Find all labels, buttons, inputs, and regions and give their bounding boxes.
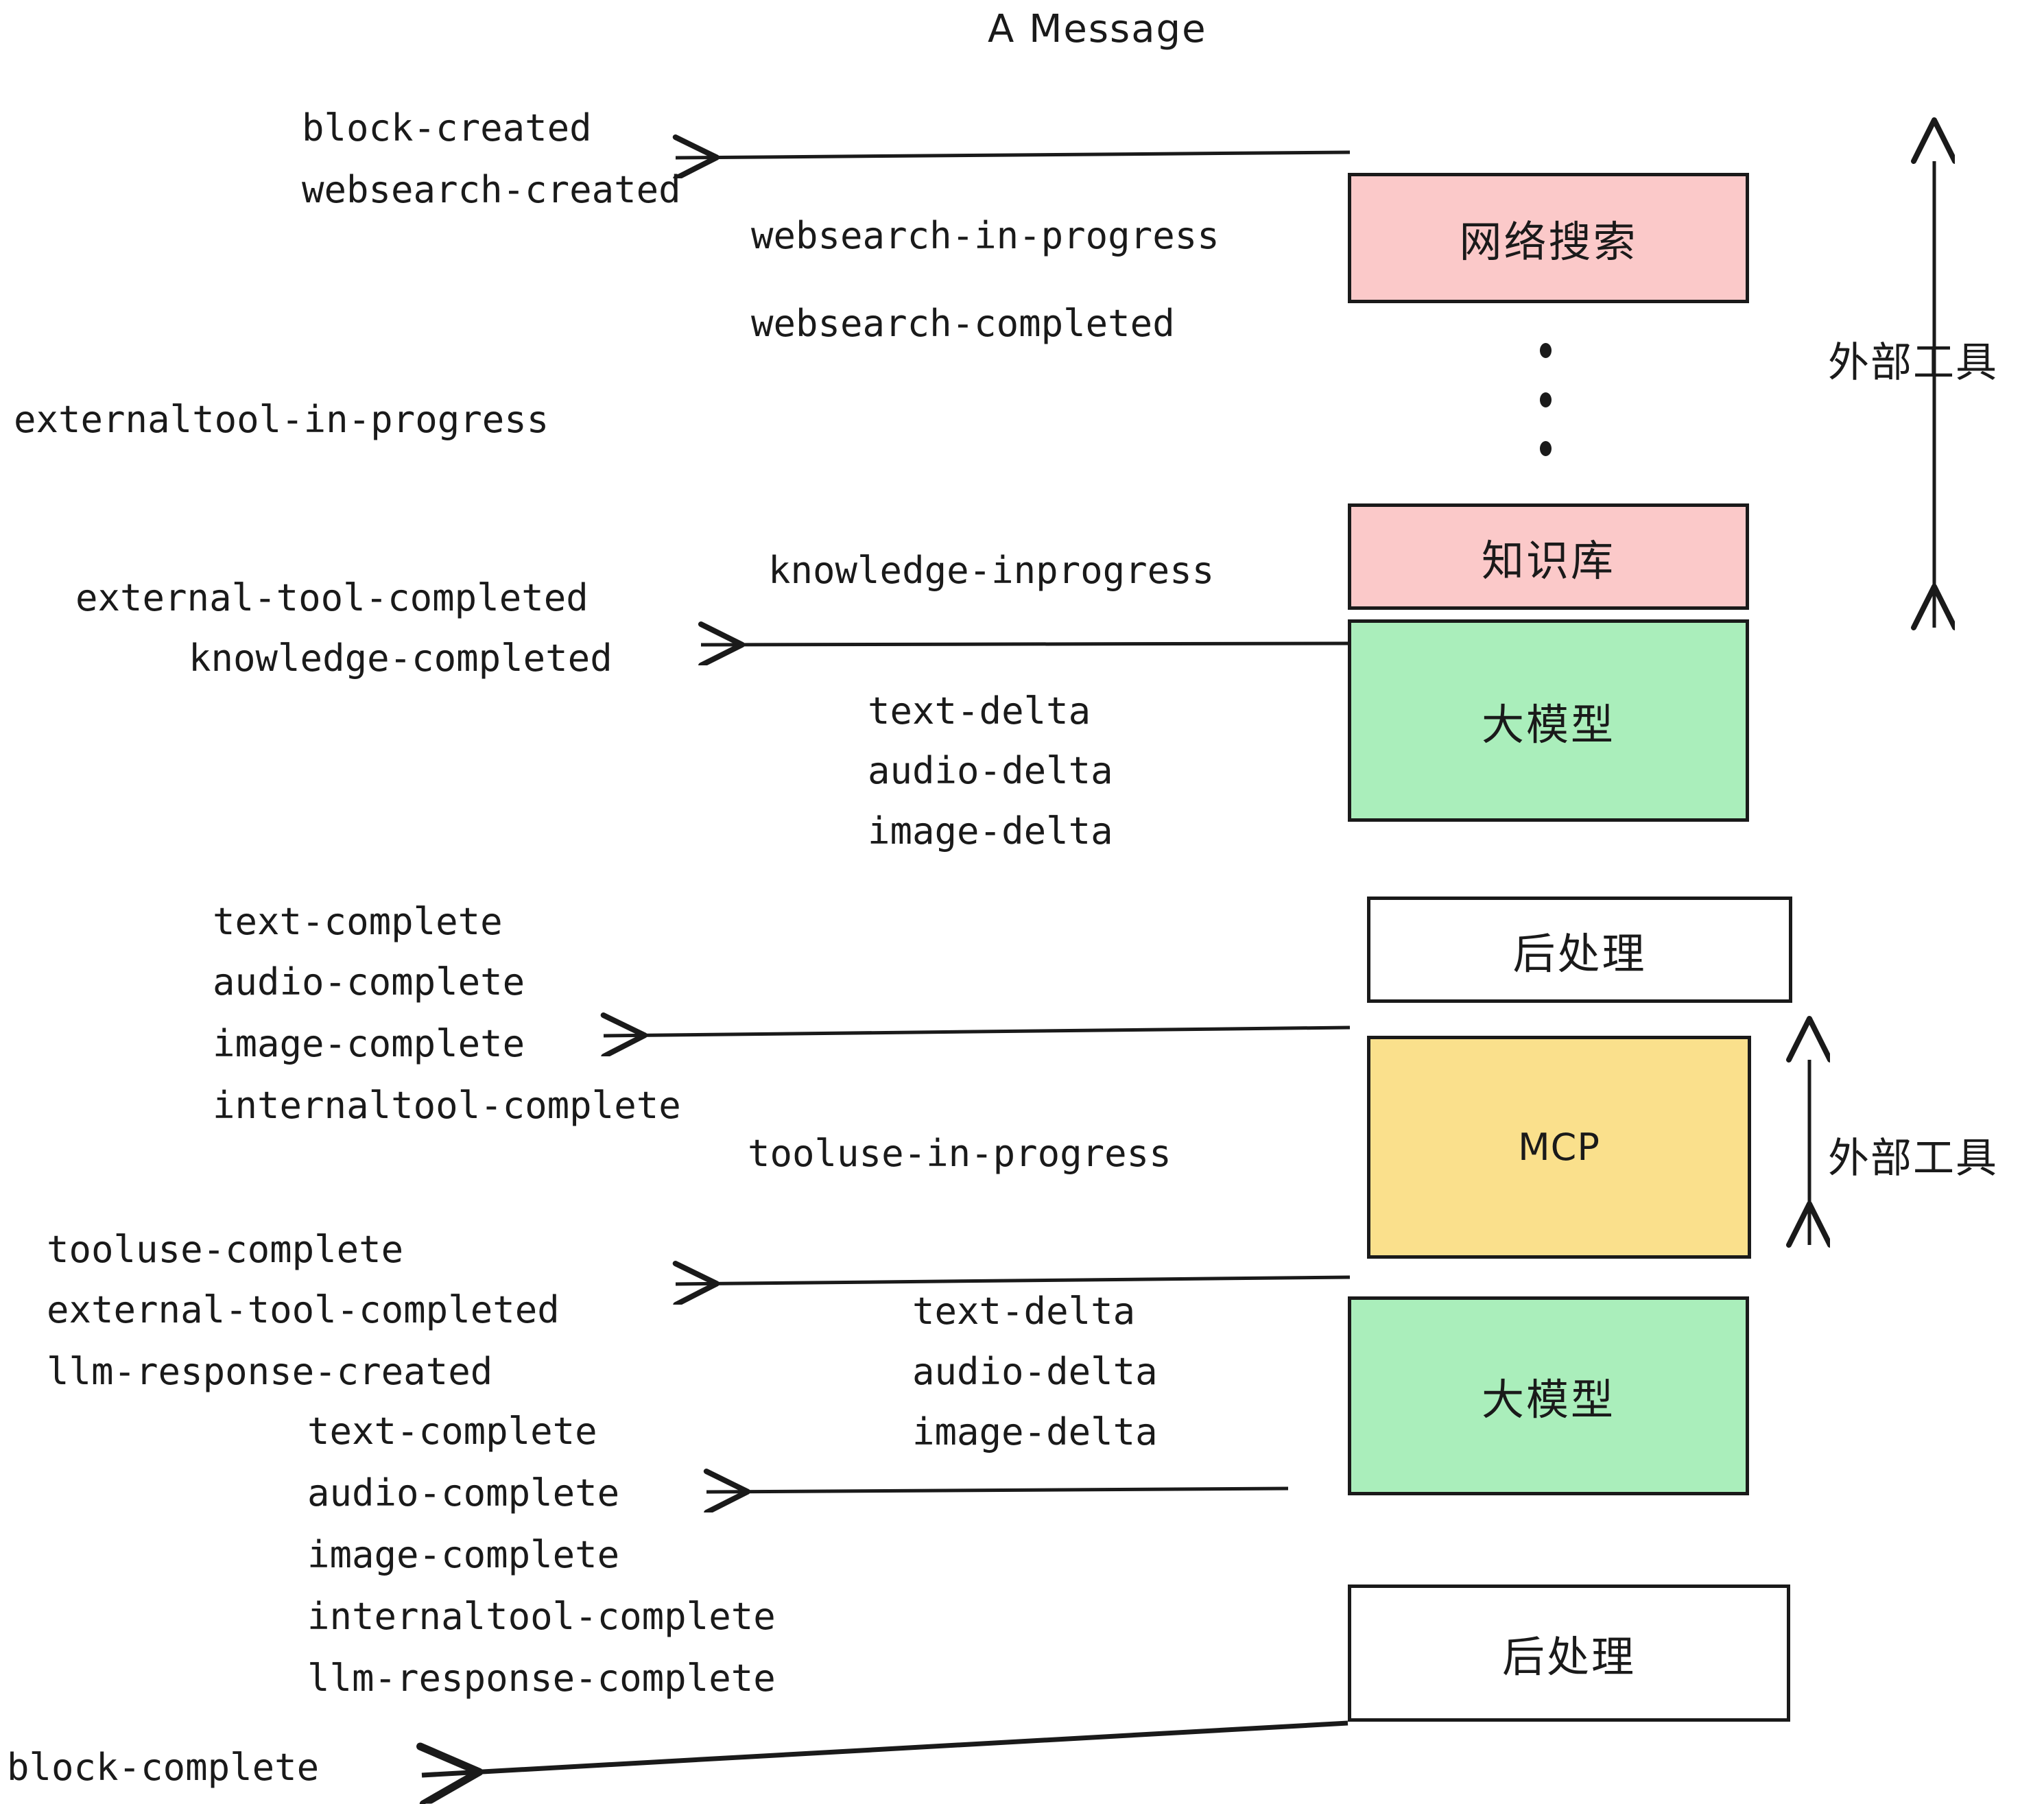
arrow-tooluse-complete (676, 1277, 1351, 1284)
process-box-knowledge[interactable]: 知识库 (1348, 503, 1749, 610)
event-label-image-complete-1: image-complete (213, 1022, 525, 1065)
event-label-internaltool-complete-2: internaltool-complete (307, 1595, 776, 1638)
ellipsis-vertical-ellipsis (1540, 343, 1552, 456)
event-label-llm-response-created: llm-response-created (47, 1350, 493, 1393)
process-box-llm-2[interactable]: 大模型 (1348, 1296, 1749, 1495)
process-box-llm-1[interactable]: 大模型 (1348, 619, 1749, 822)
process-box-websearch[interactable]: 网络搜索 (1348, 173, 1749, 303)
side-label-external-tools-top: 外部工具 (1828, 339, 1998, 387)
event-label-knowledge-inprogress: knowledge-inprogress (768, 549, 1215, 592)
event-label-internaltool-complete-1: internaltool-complete (213, 1084, 681, 1127)
event-label-audio-delta-1: audio-delta (868, 749, 1113, 792)
event-label-websearch-in-progress: websearch-in-progress (751, 214, 1220, 257)
event-label-audio-complete-2: audio-complete (307, 1471, 620, 1515)
event-label-audio-delta-2: audio-delta (912, 1350, 1158, 1393)
event-label-text-complete-2: text-complete (307, 1410, 597, 1453)
event-label-external-tool-completed-2: external-tool-completed (47, 1288, 560, 1331)
event-label-text-delta-2: text-delta (912, 1290, 1136, 1333)
event-label-websearch-completed: websearch-completed (751, 302, 1175, 345)
process-box-mcp[interactable]: MCP (1367, 1036, 1751, 1259)
event-label-external-tool-completed-1: external-tool-completed (75, 576, 589, 619)
ellipsis-dot-icon (1540, 343, 1552, 358)
flow-arrows (422, 152, 1351, 1775)
arrow-audio-complete (706, 1488, 1289, 1492)
event-label-websearch-created: websearch-created (302, 168, 681, 211)
event-label-image-delta-1: image-delta (868, 809, 1113, 853)
ellipsis-dot-icon (1540, 441, 1552, 456)
ellipsis-dot-icon (1540, 392, 1552, 407)
event-label-tooluse-complete: tooluse-complete (47, 1228, 404, 1271)
event-label-image-delta-2: image-delta (912, 1410, 1158, 1453)
event-label-block-complete: block-complete (7, 1746, 320, 1789)
event-label-block-created: block-created (302, 106, 592, 150)
event-label-image-complete-2: image-complete (307, 1533, 620, 1576)
arrow-image-complete (604, 1028, 1351, 1036)
side-label-external-tools-bottom: 外部工具 (1828, 1135, 1998, 1183)
event-label-llm-response-complete: llm-response-complete (307, 1657, 776, 1700)
arrow-block-complete (422, 1720, 1348, 1775)
scope-dividers (1809, 161, 1934, 1245)
arrow-knowledge-done (701, 643, 1351, 645)
process-box-postproc-2[interactable]: 后处理 (1348, 1585, 1790, 1722)
event-label-tooluse-in-progress: tooluse-in-progress (748, 1132, 1172, 1175)
event-label-externaltool-in-progress: externaltool-in-progress (14, 398, 549, 441)
event-label-audio-complete-1: audio-complete (213, 960, 525, 1004)
event-label-knowledge-completed: knowledge-completed (189, 637, 613, 680)
arrow-block-created (676, 152, 1351, 158)
event-label-text-complete-1: text-complete (213, 900, 503, 943)
page-title: A Message (988, 7, 1207, 51)
process-box-postproc-1[interactable]: 后处理 (1367, 897, 1792, 1003)
event-label-text-delta-1: text-delta (868, 689, 1091, 733)
